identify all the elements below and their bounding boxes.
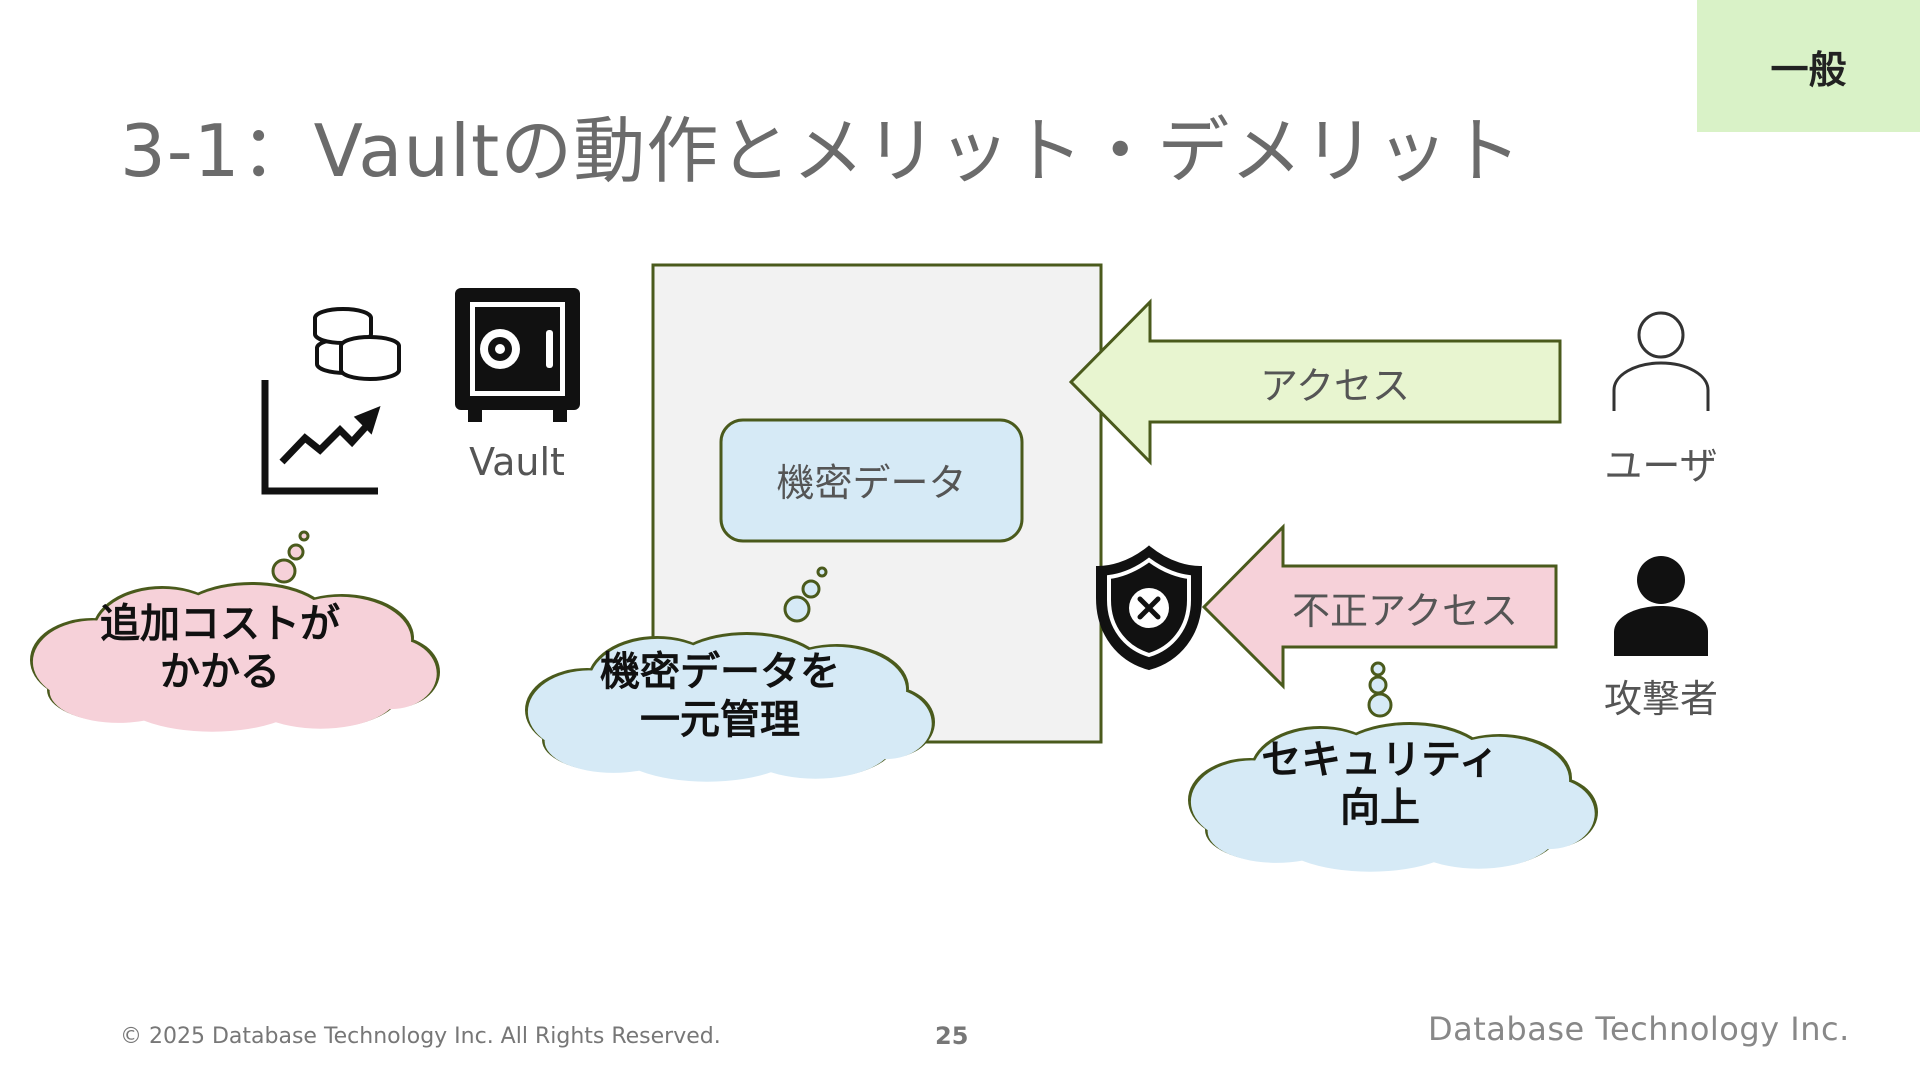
central-cloud [525,566,935,782]
vault-label: Vault [469,440,565,484]
shield-x-icon [1096,545,1202,671]
unauthorized-arrow [1201,523,1558,690]
security-cloud-text: セキュリティ 向上 [1220,736,1540,832]
cost-cloud-line1: 追加コストが [100,601,340,647]
user-outline-icon [1612,311,1710,411]
secret-data-box [719,418,1024,543]
growth-chart-icon [261,380,381,495]
cost-cloud-line2: かかる [160,649,280,695]
copyright-text: © 2025 Database Technology Inc. All Righ… [120,1024,721,1049]
access-arrow [1068,298,1562,466]
unauthorized-arrow-label: 不正アクセス [1291,589,1519,633]
slide-title: 3-1：Vaultの動作とメリット・デメリット [120,109,1523,193]
attacker-icon [1614,556,1708,656]
coins-icon [313,307,401,381]
security-cloud-line2: 向上 [1340,785,1420,831]
company-logo: Database Technology Inc. [1428,1010,1850,1048]
attacker-label: 攻撃者 [1603,677,1718,721]
central-cloud-line2: 一元管理 [640,697,800,743]
central-cloud-line1: 機密データを [600,649,840,695]
access-arrow-label: アクセス [1259,364,1411,408]
classification-badge: 一般 [1697,0,1920,132]
cost-cloud [30,530,440,732]
cost-cloud-text: 追加コストが かかる [60,600,380,696]
user-label: ユーザ [1604,444,1718,488]
safe-icon [455,288,580,422]
page-number: 25 [935,1022,969,1050]
classification-label: 一般 [1770,47,1847,92]
security-cloud-line1: セキュリティ [1261,737,1499,783]
secret-data-label: 機密データ [776,461,967,505]
security-cloud [1188,661,1598,872]
central-cloud-text: 機密データを 一元管理 [560,648,880,744]
